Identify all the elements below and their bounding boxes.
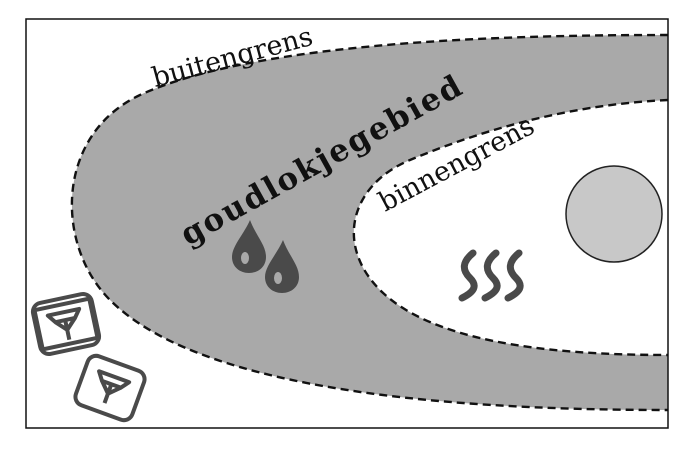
goldilocks-zone-band: [71, 35, 668, 410]
inner-boundary-line: [352, 98, 668, 357]
diagram-frame-border: [25, 18, 669, 429]
star-circle: [565, 165, 663, 263]
ice-cubes-icon: [30, 292, 147, 423]
outer-boundary-line: [70, 33, 668, 412]
water-drops-icon: [232, 220, 299, 293]
steam-icon: [458, 249, 524, 302]
